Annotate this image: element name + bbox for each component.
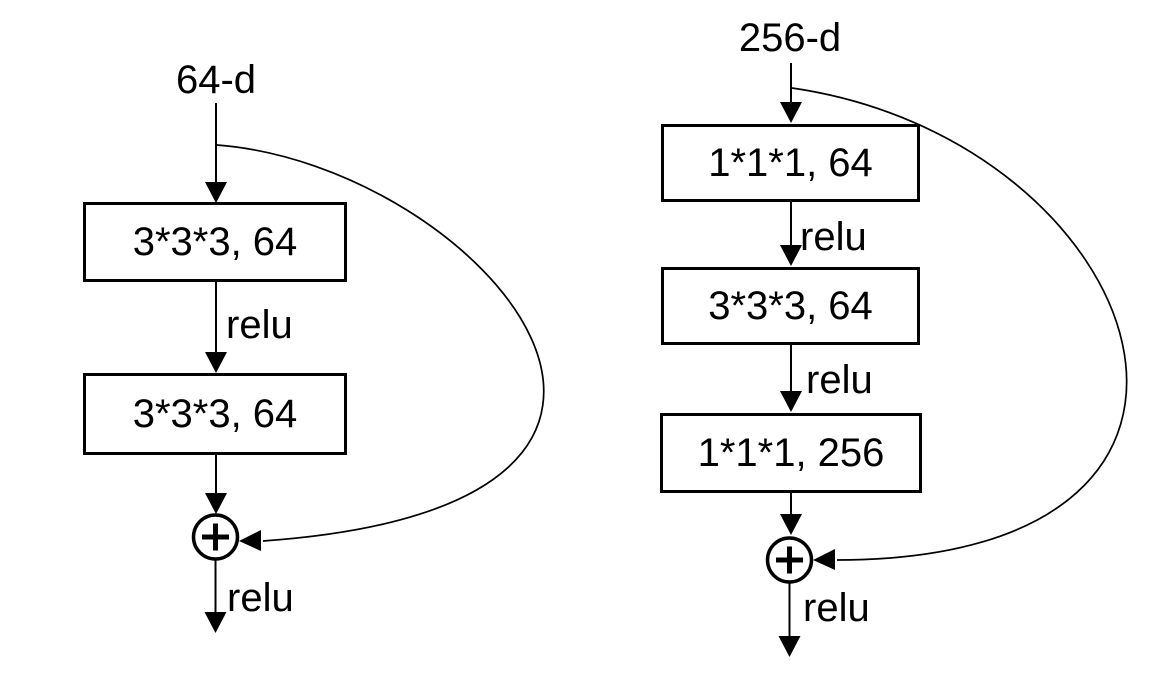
conv-layer-box: 1*1*1, 256 bbox=[660, 413, 922, 493]
conv-layer-box: 1*1*1, 64 bbox=[661, 124, 920, 202]
conv-layer-box: 3*3*3, 64 bbox=[83, 373, 347, 455]
skip-connection-curve bbox=[791, 87, 1128, 561]
arrowhead-down-icon bbox=[205, 493, 227, 514]
arrowhead-down-icon bbox=[780, 102, 802, 123]
arrowhead-down-icon bbox=[205, 352, 227, 373]
relu-label: relu bbox=[803, 586, 870, 630]
arrowhead-down-icon bbox=[780, 245, 802, 266]
skip-connection-curve bbox=[216, 144, 545, 542]
conv-layer-box: 3*3*3, 64 bbox=[83, 202, 347, 282]
arrowhead-left-icon bbox=[239, 530, 261, 551]
input-dim-label: 256-d bbox=[738, 16, 842, 60]
arrowhead-down-icon bbox=[205, 182, 227, 203]
input-dim-label: 64-d bbox=[175, 58, 257, 102]
relu-label: relu bbox=[227, 576, 294, 620]
right-block-connectors bbox=[765, 63, 1128, 657]
relu-label: relu bbox=[806, 358, 873, 402]
left-block-connectors bbox=[191, 103, 545, 633]
conv-layer-box: 3*3*3, 64 bbox=[661, 267, 920, 345]
arrowhead-down-icon bbox=[780, 391, 802, 412]
arrowhead-down-icon bbox=[780, 514, 802, 535]
relu-label: relu bbox=[800, 215, 867, 259]
arrowhead-left-icon bbox=[813, 549, 835, 570]
relu-label: relu bbox=[226, 303, 293, 347]
arrowhead-down-icon bbox=[778, 636, 801, 657]
arrowhead-down-icon bbox=[204, 612, 227, 633]
